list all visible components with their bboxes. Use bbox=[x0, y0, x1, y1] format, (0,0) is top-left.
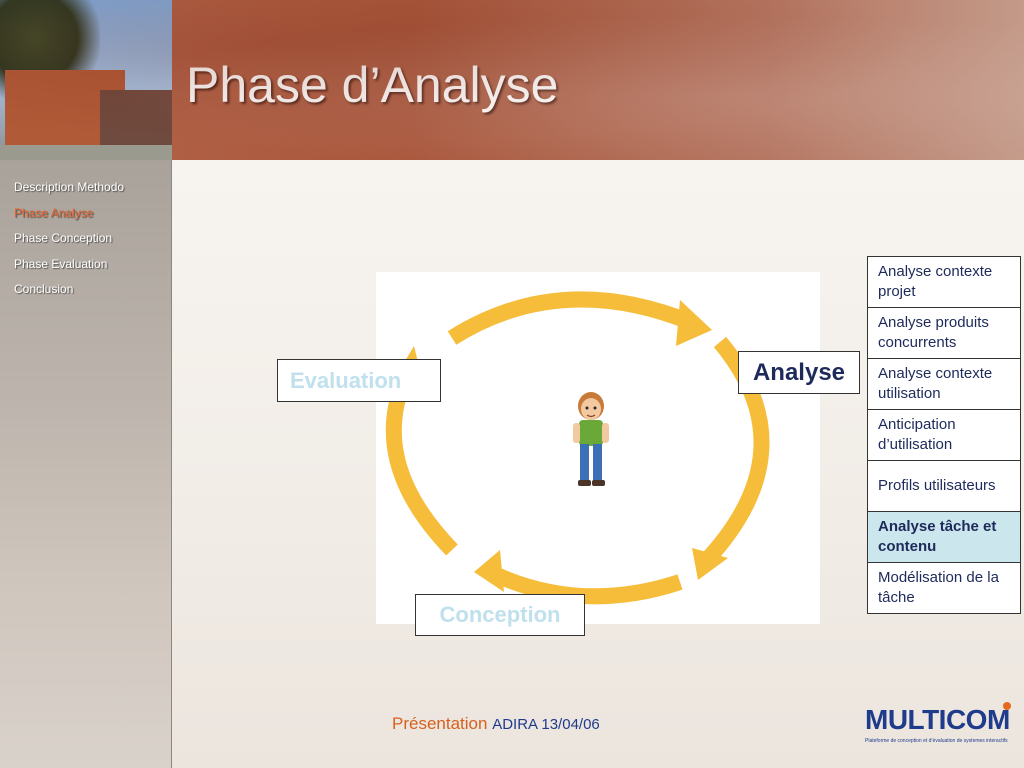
arrowhead-top bbox=[676, 300, 712, 346]
slide-title: Phase d’Analyse bbox=[186, 57, 559, 113]
cycle-arrow-bottom bbox=[486, 564, 683, 605]
table-row: Analyse contexte projet bbox=[867, 256, 1021, 308]
sidebar-item-phase-conception[interactable]: Phase Conception bbox=[14, 231, 113, 246]
sidebar-item-description-methodo[interactable]: Description Methodo bbox=[14, 180, 125, 194]
building-photo bbox=[0, 0, 172, 160]
logo-name: MULTICOM bbox=[865, 704, 1010, 735]
analysis-steps-table: Analyse contexte projet Analyse produits… bbox=[867, 256, 1021, 614]
table-row: Analyse tâche et contenu bbox=[867, 511, 1021, 563]
logo-dot-icon bbox=[1003, 702, 1011, 710]
evaluation-label: Evaluation bbox=[277, 359, 441, 402]
table-row: Profils utilisateurs bbox=[867, 460, 1021, 512]
tree-shape bbox=[0, 0, 100, 110]
analyse-label: Analyse bbox=[738, 351, 860, 394]
step-cell: Analyse contexte projet bbox=[867, 256, 1021, 308]
footer-small: ADIRA 13/04/06 bbox=[492, 716, 600, 733]
step-cell: Analyse produits concurrents bbox=[867, 307, 1021, 359]
table-row: Analyse contexte utilisation bbox=[867, 358, 1021, 410]
sidebar: Description Methodo Phase Analyse Phase … bbox=[0, 160, 172, 768]
footer-text: Présentation bbox=[392, 714, 488, 733]
header-banner: Phase d’Analyse bbox=[0, 0, 1024, 160]
sidebar-nav: Description Methodo Phase Analyse Phase … bbox=[14, 180, 124, 308]
step-cell: Modélisation de la tâche bbox=[867, 562, 1021, 614]
sidebar-item-phase-evaluation[interactable]: Phase Evaluation bbox=[14, 256, 108, 271]
footer: Présentation ADIRA 13/04/06 bbox=[392, 714, 600, 734]
sidebar-item-conclusion[interactable]: Conclusion bbox=[14, 282, 74, 297]
cycle-diagram bbox=[385, 291, 770, 605]
building-shape bbox=[5, 70, 125, 150]
table-row: Anticipation d’utilisation bbox=[867, 409, 1021, 461]
ground-shape bbox=[0, 145, 172, 160]
building-shape bbox=[100, 90, 172, 150]
step-cell: Profils utilisateurs bbox=[867, 460, 1021, 512]
person-icon bbox=[573, 392, 609, 486]
sidebar-item-phase-analyse[interactable]: Phase Analyse bbox=[14, 205, 94, 220]
step-cell-highlighted: Analyse tâche et contenu bbox=[867, 511, 1021, 563]
step-cell: Analyse contexte utilisation bbox=[867, 358, 1021, 410]
conception-label: Conception bbox=[415, 594, 585, 636]
cycle-arrow-top bbox=[447, 291, 693, 345]
arrowhead-bottom bbox=[474, 550, 504, 592]
table-row: Analyse produits concurrents bbox=[867, 307, 1021, 359]
logo-tagline: Plateforme de conception et d’évaluation… bbox=[865, 738, 1008, 744]
multicom-logo: MULTICOM Plateforme de conception et d’é… bbox=[863, 700, 1015, 748]
arrowhead-right bbox=[692, 548, 728, 580]
step-cell: Anticipation d’utilisation bbox=[867, 409, 1021, 461]
table-row: Modélisation de la tâche bbox=[867, 562, 1021, 614]
